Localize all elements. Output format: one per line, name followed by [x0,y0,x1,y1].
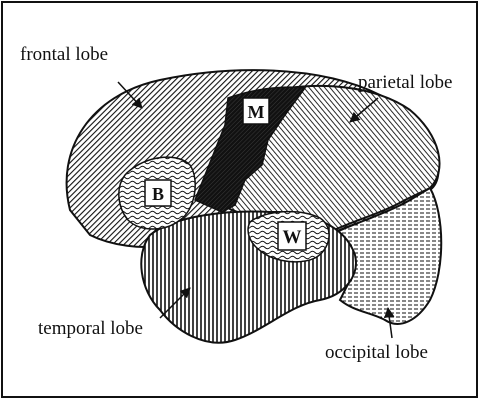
wernicke-label: W [283,227,302,248]
temporal-lobe-label: temporal lobe [38,318,143,339]
motor-label: M [248,102,265,122]
parietal-lobe-label: parietal lobe [358,72,452,93]
occipital-lobe-label: occipital lobe [325,342,428,363]
frontal-lobe-label: frontal lobe [20,44,108,65]
broca-label: B [152,184,164,204]
